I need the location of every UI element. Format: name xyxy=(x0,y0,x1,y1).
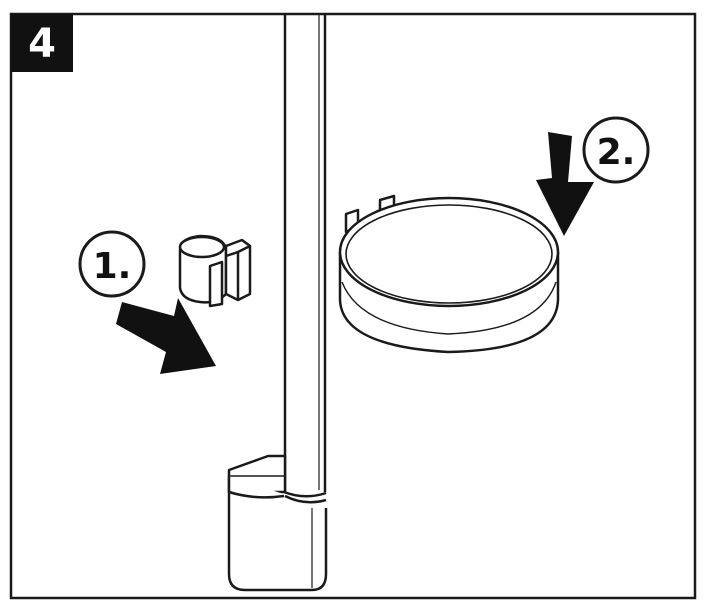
callout-2: 2. xyxy=(582,116,650,184)
step-badge: 4 xyxy=(11,14,73,72)
callout-2-label: 2. xyxy=(597,132,636,173)
small-clip xyxy=(178,234,252,308)
callout-1-label: 1. xyxy=(93,246,132,287)
pole xyxy=(283,14,327,492)
callout-1: 1. xyxy=(78,230,146,298)
arrow-1 xyxy=(116,298,216,374)
round-holder-ring xyxy=(338,194,560,354)
arrow-2 xyxy=(536,132,594,236)
step-number: 4 xyxy=(28,21,56,67)
pole-base-bracket xyxy=(227,454,328,592)
